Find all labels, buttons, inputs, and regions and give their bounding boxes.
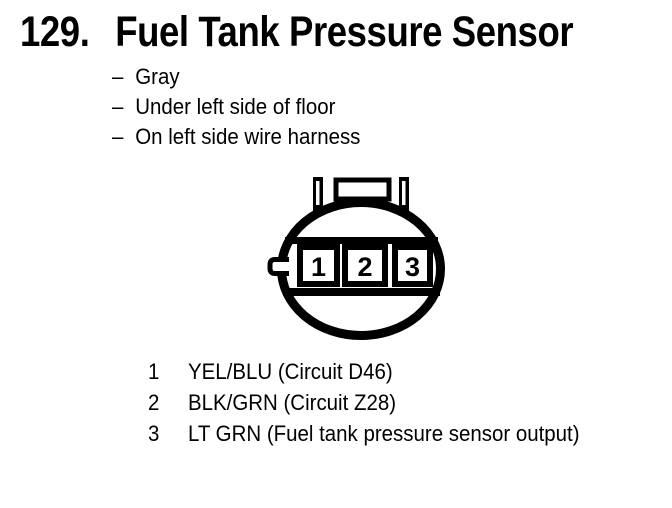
pin-box-1-label: 1 <box>311 252 326 282</box>
dash-bullet: – <box>112 64 124 89</box>
attribute-label: On left side wire harness <box>135 124 361 149</box>
item-number: 129. <box>20 8 90 56</box>
pin-box-2-label: 2 <box>357 252 372 282</box>
pin-number: 3 <box>148 421 160 446</box>
pin-description: YEL/BLU (Circuit D46) <box>187 359 393 384</box>
attribute-label: Gray <box>135 64 180 89</box>
attribute-label: Under left side of floor <box>135 94 336 119</box>
pin-box-3 <box>392 244 433 287</box>
pin-number: 1 <box>148 359 160 384</box>
pin-row: 1 YEL/BLU (Circuit D46) <box>148 356 580 387</box>
connector-mount-tab-center <box>333 177 392 202</box>
dash-bullet: – <box>112 124 124 149</box>
heading: 129. Fuel Tank Pressure Sensor <box>20 8 574 56</box>
attribute-list: –Gray –Under left side of floor –On left… <box>112 62 360 152</box>
pin-box-3-label: 3 <box>405 252 420 282</box>
pin-description: LT GRN (Fuel tank pressure sensor output… <box>187 421 580 446</box>
attribute-item: –Gray <box>112 62 360 92</box>
connector-mount-tab-left-slit <box>316 181 320 205</box>
attribute-item: –Under left side of floor <box>112 92 360 122</box>
page-title: Fuel Tank Pressure Sensor <box>115 8 574 56</box>
dash-bullet: – <box>112 94 124 119</box>
pin-legend: 1 YEL/BLU (Circuit D46) 2 BLK/GRN (Circuit… <box>148 356 580 449</box>
terminal-band-bottom-line <box>283 288 440 296</box>
pin-number: 2 <box>148 390 160 415</box>
pin-row: 2 BLK/GRN (Circuit Z28) <box>148 387 580 418</box>
pin-box-2 <box>342 244 388 287</box>
pin-row: 3 LT GRN (Fuel tank pressure sensor outpu… <box>148 418 580 449</box>
connector-key-notch <box>267 257 289 276</box>
pin-description: BLK/GRN (Circuit Z28) <box>187 390 397 415</box>
connector-diagram: 1 2 3 <box>267 177 445 340</box>
connector-mount-tab-right-slit <box>402 181 406 205</box>
pin-box-1 <box>297 244 340 287</box>
terminal-band-top-line <box>285 237 438 244</box>
attribute-item: –On left side wire harness <box>112 122 360 152</box>
